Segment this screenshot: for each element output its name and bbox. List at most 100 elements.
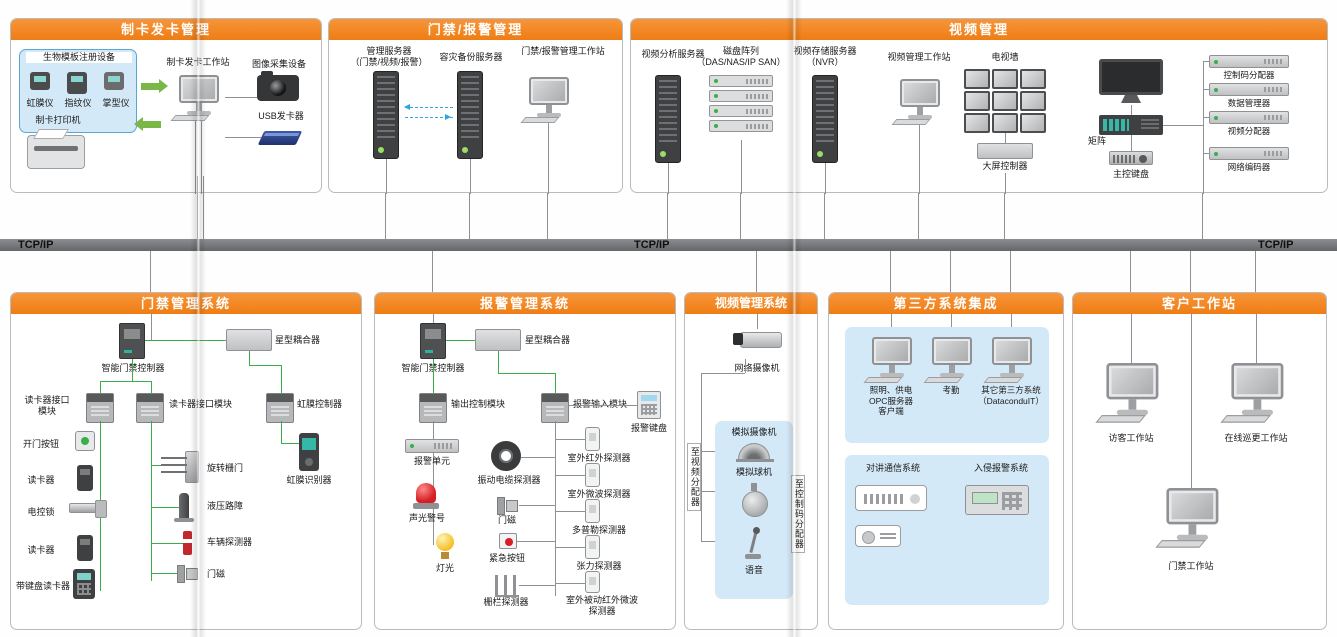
backup-server-label: 容灾备份服务器: [439, 52, 503, 62]
connector-line: [1255, 251, 1256, 292]
connector-line-green: [446, 340, 475, 341]
door-contact-label: 门磁: [497, 515, 516, 525]
panel-access-alarm-management: 门禁/报警管理 管理服务器 （门禁/视频/报警） 容灾备份服务器 门禁/报警管理…: [328, 18, 623, 194]
outdoor-pir-mw-detector-icon: [585, 571, 600, 593]
connector-line: [225, 137, 261, 138]
connector-line: [1191, 314, 1192, 488]
panel-video-management: 视频管理 视频分析服务器 磁盘阵列 （DAS/NAS/IP SAN） 视频存储服…: [630, 18, 1328, 194]
video-storage-server-label: 视频存储服务器 （NVR）: [793, 46, 857, 68]
analog-camera-label: 模拟摄像机: [731, 427, 777, 437]
analog-dome-label: 模拟球机: [735, 467, 772, 477]
connector-line: [919, 125, 920, 194]
star-coupler-label: 星型耦合器: [275, 335, 321, 345]
mgmt-server-label: 管理服务器 （门禁/视频/报警）: [350, 46, 428, 68]
connector-line-green: [281, 421, 282, 443]
star-coupler-icon: [226, 329, 272, 351]
connector-line-green: [100, 381, 151, 382]
output-module-label: 输出控制模块: [451, 399, 506, 409]
panic-button-label: 紧急按钮: [488, 553, 525, 563]
connector-line-green: [249, 351, 250, 365]
network-encoder-icon: [1209, 147, 1289, 160]
connector-line: [667, 193, 668, 239]
connector-line: [701, 373, 745, 374]
connector-line: [432, 251, 433, 292]
analog-group-box: 模拟摄像机 模拟球机 语音: [715, 421, 793, 599]
sounder-strobe-icon: [413, 483, 439, 509]
connector-line: [890, 251, 891, 292]
connector-line-green: [249, 365, 281, 366]
iris-enroll-label: 虹膜仪: [26, 98, 54, 108]
iris-recognizer-label: 虹膜识别器: [286, 475, 332, 485]
control-keyboard-label: 主控键盘: [1112, 169, 1149, 179]
iris-recognizer-icon: [299, 433, 319, 471]
video-analysis-server-label: 视频分析服务器: [641, 49, 705, 59]
vehicle-detector-label: 车辆探测器: [207, 537, 253, 547]
connector-line: [701, 373, 702, 541]
connector-line: [151, 314, 152, 340]
connector-line: [1202, 193, 1203, 239]
tcpip-label-right: TCP/IP: [1258, 239, 1294, 251]
attendance-label: 考勤: [942, 385, 960, 395]
connector-line: [1203, 153, 1209, 154]
tcpip-bus-bar: [0, 239, 1337, 251]
aa-workstation-label: 门禁/报警管理工作站: [521, 46, 605, 56]
connector-line-green: [100, 381, 101, 393]
reader-interface-module-icon: [136, 393, 164, 423]
connector-line: [519, 585, 555, 586]
reader-interface-module-label: 读卡器接口 模块: [24, 395, 70, 417]
light-icon: [435, 533, 455, 559]
connector-line: [203, 176, 204, 239]
card-reader-label: 读卡器: [27, 475, 55, 485]
hydraulic-barrier-icon: [174, 493, 194, 522]
intercom-system-label: 对讲通信系统: [865, 463, 920, 473]
disk-array-icon: [709, 75, 773, 135]
connector-line: [668, 163, 669, 194]
big-screen-controller-icon: [977, 143, 1033, 159]
panel-access-control-system: 门禁管理系统 星型耦合器 智能门禁控制器 读卡器接口 模块 读卡器接口模块 虹膜…: [10, 292, 362, 630]
connector-line: [1203, 61, 1204, 159]
tv-wall-icon: [964, 69, 1046, 133]
connector-line: [1203, 61, 1209, 62]
connector-line: [951, 314, 952, 338]
replication-arrow-icon: [405, 114, 453, 120]
connector-line: [745, 359, 746, 373]
network-camera-label: 网络摄像机: [734, 363, 780, 373]
to-video-distributor-label: 至视频分配器: [687, 443, 701, 511]
connector-line-green: [151, 465, 161, 466]
connector-line: [197, 176, 198, 239]
panel-alarm-management-system: 报警管理系统 智能门禁控制器 星型耦合器 输出控制模块 报警输入模块 报警键盘 …: [374, 292, 676, 630]
disk-array-label: 磁盘阵列 （DAS/NAS/IP SAN）: [696, 46, 786, 68]
aa-workstation-icon: [520, 77, 575, 123]
replication-arrow-icon: [404, 104, 453, 110]
connector-line: [433, 314, 434, 323]
palm-device-icon: [104, 72, 124, 90]
connector-line: [521, 457, 555, 458]
connector-line: [555, 583, 585, 584]
panel-client-workstations: 客户工作站 访客工作站 在线巡更工作站 门禁工作站: [1072, 292, 1327, 630]
vibration-cable-detector-icon: [491, 441, 521, 471]
connector-line: [1190, 251, 1191, 292]
light-label: 灯光: [435, 563, 454, 573]
panel-title: 门禁/报警管理: [329, 19, 622, 40]
panel-third-party: 第三方系统集成 照明、供电 OPC服务器 客户端 考勤 其它第三方系统 （Dat…: [828, 292, 1064, 630]
matrix-label: 矩阵: [1087, 136, 1106, 146]
connector-line: [918, 193, 919, 239]
door-open-button-icon: [75, 431, 95, 451]
connector-line: [756, 251, 757, 292]
open-button-label: 开门按钮: [22, 439, 59, 449]
iris-controller-label: 虹膜控制器: [297, 399, 343, 409]
connector-line: [555, 421, 556, 596]
flow-arrow-left-icon: [134, 117, 161, 131]
connector-line: [1131, 105, 1132, 115]
connector-line-green: [151, 507, 179, 508]
connector-line: [1010, 251, 1011, 292]
panel-title: 客户工作站: [1073, 293, 1326, 314]
connector-line: [1005, 133, 1006, 143]
audio-label: 语音: [744, 565, 763, 575]
connector-line-green: [498, 373, 555, 374]
big-screen-controller-label: 大屏控制器: [982, 161, 1028, 171]
tcpip-label-left: TCP/IP: [18, 239, 54, 251]
management-server-icon: [373, 71, 399, 159]
connector-line: [517, 541, 555, 542]
panel-title: 制卡发卡管理: [11, 19, 321, 40]
